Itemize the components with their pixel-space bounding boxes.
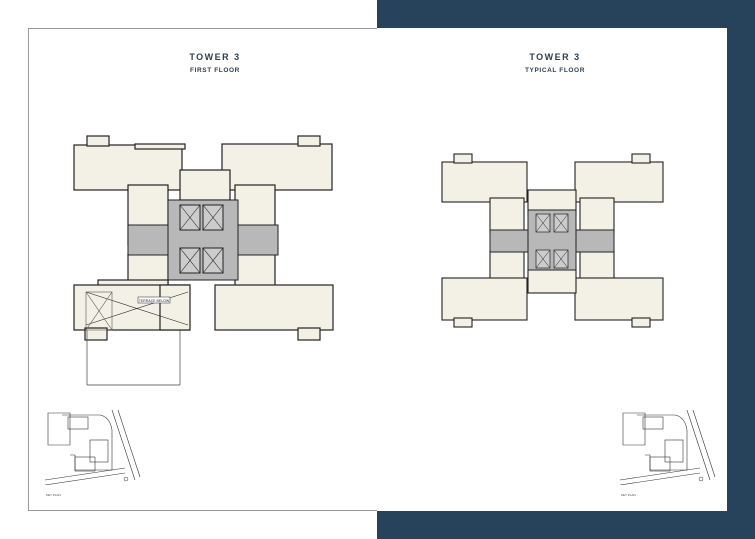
right-subtitle: TYPICAL FLOOR — [524, 67, 586, 74]
key-plan-right — [619, 409, 716, 485]
left-heading: TOWER 3 FIRST FLOOR — [130, 52, 300, 74]
key-plan-left — [44, 409, 141, 485]
right-title: TOWER 3 — [529, 52, 581, 62]
typical-floor-plan — [441, 153, 664, 328]
left-title: TOWER 3 — [189, 52, 241, 62]
key-plan-label-left: KEY PLAN — [46, 493, 61, 497]
left-subtitle: FIRST FLOOR — [190, 67, 240, 74]
right-heading: TOWER 3 TYPICAL FLOOR — [470, 52, 640, 74]
first-floor-plan: TERRACE BELOW — [73, 135, 334, 386]
key-plan-label-right: KEY PLAN — [621, 493, 636, 497]
terrace-below-label: TERRACE BELOW — [139, 299, 170, 303]
